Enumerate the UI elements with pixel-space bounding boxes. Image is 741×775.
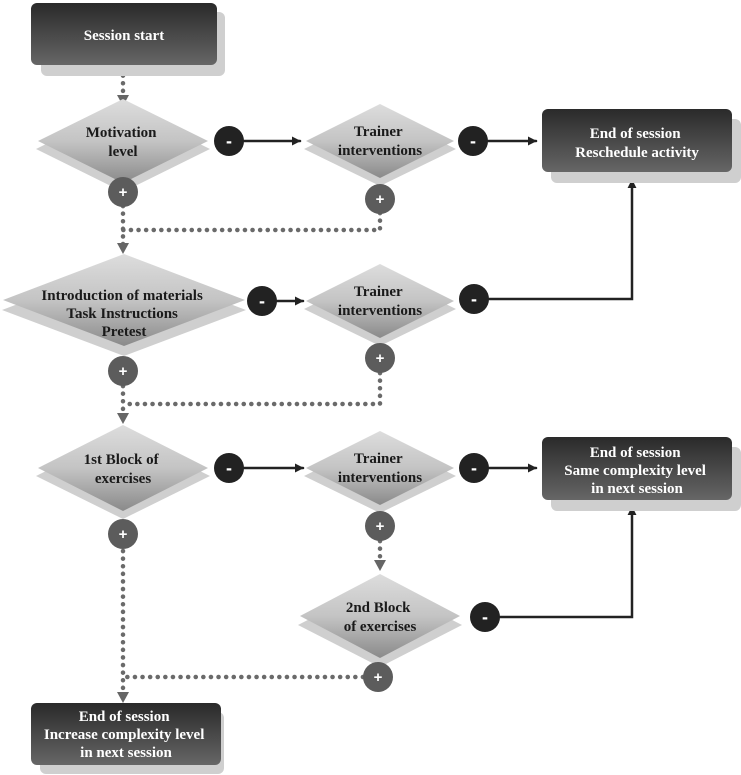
negative-sign: - <box>259 291 265 311</box>
svg-text:Trainer interventions: Trainer interventions <box>338 451 422 486</box>
end-same-line-1: End of session <box>590 445 682 461</box>
positive-circle: + <box>365 343 395 373</box>
positive-circle: + <box>108 519 138 549</box>
first-block-diamond: 1st Block of exercises <box>36 425 210 519</box>
positive-sign: + <box>119 526 128 543</box>
dotted-connector <box>120 210 383 233</box>
introduction-line-2: Task Instructions <box>66 306 178 322</box>
end-increase-line-3: in next session <box>80 745 172 761</box>
dotted-arrowhead <box>117 692 129 703</box>
trainer-1-line-2: interventions <box>338 143 422 159</box>
positive-sign: + <box>376 191 385 208</box>
svg-text:2nd Block of exercises: 2nd Block of exercises <box>344 600 417 635</box>
svg-text:End of session Reschedul: End of session Reschedule activity <box>575 126 699 161</box>
negative-circle: - <box>459 284 489 314</box>
negative-sign: - <box>482 607 488 627</box>
negative-circle: - <box>470 602 500 632</box>
negative-circle: - <box>214 453 244 483</box>
positive-sign: + <box>376 350 385 367</box>
trainer-interventions-diamond-2: Trainer interventions <box>304 264 456 346</box>
positive-circle: + <box>108 356 138 386</box>
trainer-1-line-1: Trainer <box>354 124 403 140</box>
negative-circle: - <box>459 453 489 483</box>
end-same-line-3: in next session <box>591 481 683 497</box>
motivation-line-2: level <box>108 144 137 160</box>
dotted-connector <box>120 370 383 407</box>
svg-text:Session start: Session start <box>84 28 164 44</box>
end-reschedule-box: End of session Reschedule activity <box>542 109 741 183</box>
negative-circle: - <box>214 126 244 156</box>
positive-sign: + <box>376 518 385 535</box>
dotted-arrowhead <box>117 243 129 254</box>
negative-sign: - <box>226 458 232 478</box>
end-increase-line-2: Increase complexity level <box>44 727 205 743</box>
end-same-complexity-box: End of session Same complexity level in … <box>542 437 741 511</box>
end-same-line-2: Same complexity level <box>564 463 706 479</box>
end-reschedule-line-1: End of session <box>590 126 682 142</box>
negative-sign: - <box>471 458 477 478</box>
negative-sign: - <box>226 131 232 151</box>
negative-sign: - <box>470 131 476 151</box>
block-1-line-2: exercises <box>95 471 152 487</box>
block-2-line-2: of exercises <box>344 619 417 635</box>
session-start-box: Session start <box>31 3 225 76</box>
motivation-line-1: Motivation <box>86 125 157 141</box>
svg-text:End of session Increase: End of session Increase complexity level… <box>44 709 208 761</box>
introduction-diamond: Introduction of materials Task Instructi… <box>2 254 246 356</box>
positive-circle: + <box>108 177 138 207</box>
negative-circle: - <box>458 126 488 156</box>
negative-circle: - <box>247 286 277 316</box>
dotted-arrowhead <box>117 413 129 424</box>
session-start-label: Session start <box>84 28 164 44</box>
svg-text:Trainer interventions: Trainer interventions <box>338 284 422 319</box>
positive-circle: + <box>363 662 393 692</box>
block-1-line-1: 1st Block of <box>84 452 160 468</box>
trainer-3-line-1: Trainer <box>354 451 403 467</box>
trainer-interventions-diamond-3: Trainer interventions <box>304 431 456 513</box>
svg-text:Motivation level: Motivation level <box>86 125 161 160</box>
introduction-line-1: Introduction of materials <box>41 288 203 304</box>
end-increase-complexity-box: End of session Increase complexity level… <box>31 703 224 774</box>
svg-text:End of session Same comp: End of session Same complexity level in … <box>564 445 709 497</box>
end-reschedule-line-2: Reschedule activity <box>575 145 699 161</box>
trainer-2-line-2: interventions <box>338 303 422 319</box>
second-block-diamond: 2nd Block of exercises <box>298 574 462 667</box>
block-2-line-1: 2nd Block <box>346 600 411 616</box>
dotted-arrowhead <box>374 560 386 571</box>
trainer-interventions-diamond-1: Trainer interventions <box>304 104 456 186</box>
svg-text:Trainer interventions: Trainer interventions <box>338 124 422 159</box>
positive-sign: + <box>119 363 128 380</box>
positive-circle: + <box>365 511 395 541</box>
motivation-level-diamond: Motivation level <box>36 99 210 192</box>
positive-sign: + <box>119 184 128 201</box>
svg-text:Introduction of materials: Introduction of materials Task Instructi… <box>41 288 206 340</box>
positive-sign: + <box>374 669 383 686</box>
trainer-3-line-2: interventions <box>338 470 422 486</box>
positive-circle: + <box>365 184 395 214</box>
introduction-line-3: Pretest <box>102 324 147 340</box>
solid-connector <box>498 505 637 619</box>
svg-text:1st Block of exercises: 1st Block of exercises <box>84 452 163 487</box>
negative-sign: - <box>471 289 477 309</box>
end-increase-line-1: End of session <box>79 709 171 725</box>
trainer-2-line-1: Trainer <box>354 284 403 300</box>
solid-connector <box>487 178 637 301</box>
